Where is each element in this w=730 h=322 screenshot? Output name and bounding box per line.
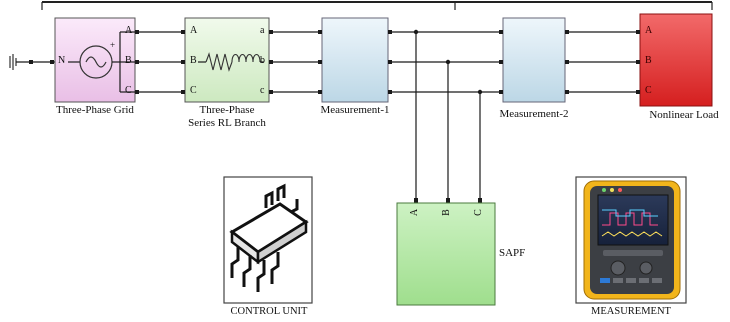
ground-icon: [10, 54, 55, 70]
grid-neutral-label: N: [58, 55, 65, 66]
sapf-block[interactable]: [397, 203, 495, 305]
measurement-2-block[interactable]: [499, 18, 569, 102]
sapf-port-a: A: [409, 209, 420, 216]
grid-port-c: C: [125, 85, 132, 96]
rl-out-port-c: c: [260, 85, 264, 96]
load-port-b: B: [645, 55, 652, 66]
grid-label: Three-Phase Grid: [55, 104, 135, 116]
rl-out-port-b: b: [260, 55, 265, 66]
measurement-label: MEASUREMENT: [576, 306, 686, 317]
rl-label-line2: Series RL Branch: [172, 117, 282, 129]
measurement-1-label: Measurement-1: [305, 104, 405, 116]
grid-plus-label: +: [110, 40, 115, 50]
load-port-c: C: [645, 85, 652, 96]
grid-port-b: B: [125, 55, 132, 66]
measurement-1-block[interactable]: [318, 18, 392, 102]
rl-in-port-a: A: [190, 25, 197, 36]
load-port-a: A: [645, 25, 652, 36]
rl-in-port-b: B: [190, 55, 197, 66]
sapf-port-c: C: [473, 209, 484, 216]
nonlinear-load-label: Nonlinear Load: [640, 109, 728, 121]
control-unit-label: CONTROL UNIT: [214, 306, 324, 317]
rl-label-line1: Three-Phase: [172, 104, 282, 116]
measurement-2-label: Measurement-2: [484, 108, 584, 120]
sapf-label: SAPF: [499, 247, 525, 259]
rl-in-port-c: C: [190, 85, 197, 96]
rl-out-port-a: a: [260, 25, 264, 36]
sapf-port-b: B: [441, 209, 452, 216]
oscilloscope-icon: [576, 177, 686, 303]
grid-port-a: A: [125, 25, 132, 36]
chip-icon: [224, 177, 312, 303]
